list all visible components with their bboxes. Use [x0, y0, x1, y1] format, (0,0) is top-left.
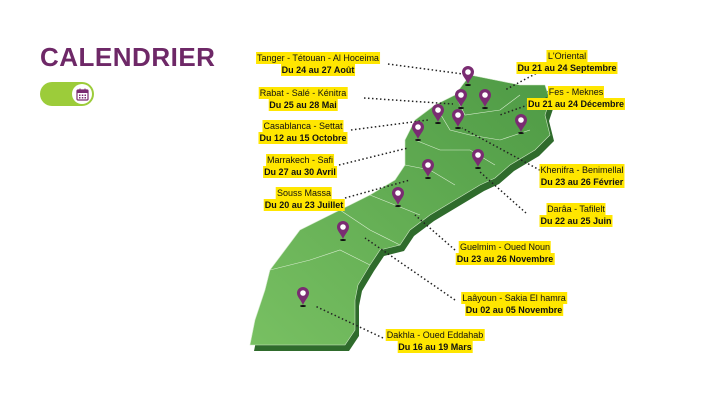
map-pin-icon[interactable] — [479, 89, 491, 109]
calendar-toggle[interactable] — [40, 82, 94, 106]
map-pin-icon[interactable] — [432, 104, 444, 124]
map-pin-icon[interactable] — [412, 121, 424, 141]
map-pin-icon[interactable] — [462, 66, 474, 86]
map-pin-icon[interactable] — [297, 287, 309, 307]
leader-lines — [314, 63, 551, 339]
map-pin-icon[interactable] — [452, 109, 464, 129]
map-pin-icon[interactable] — [455, 89, 467, 109]
map-land — [249, 74, 551, 346]
map-pin-icon[interactable] — [515, 114, 527, 134]
page-title: CALENDRIER — [40, 42, 216, 72]
map-pin-icon[interactable] — [422, 159, 434, 179]
region-borders — [269, 94, 531, 271]
calendar-icon — [72, 84, 92, 104]
map-pin-icon[interactable] — [472, 149, 484, 169]
map-pin-icon[interactable] — [337, 221, 349, 241]
map-pin-icon[interactable] — [392, 187, 404, 207]
